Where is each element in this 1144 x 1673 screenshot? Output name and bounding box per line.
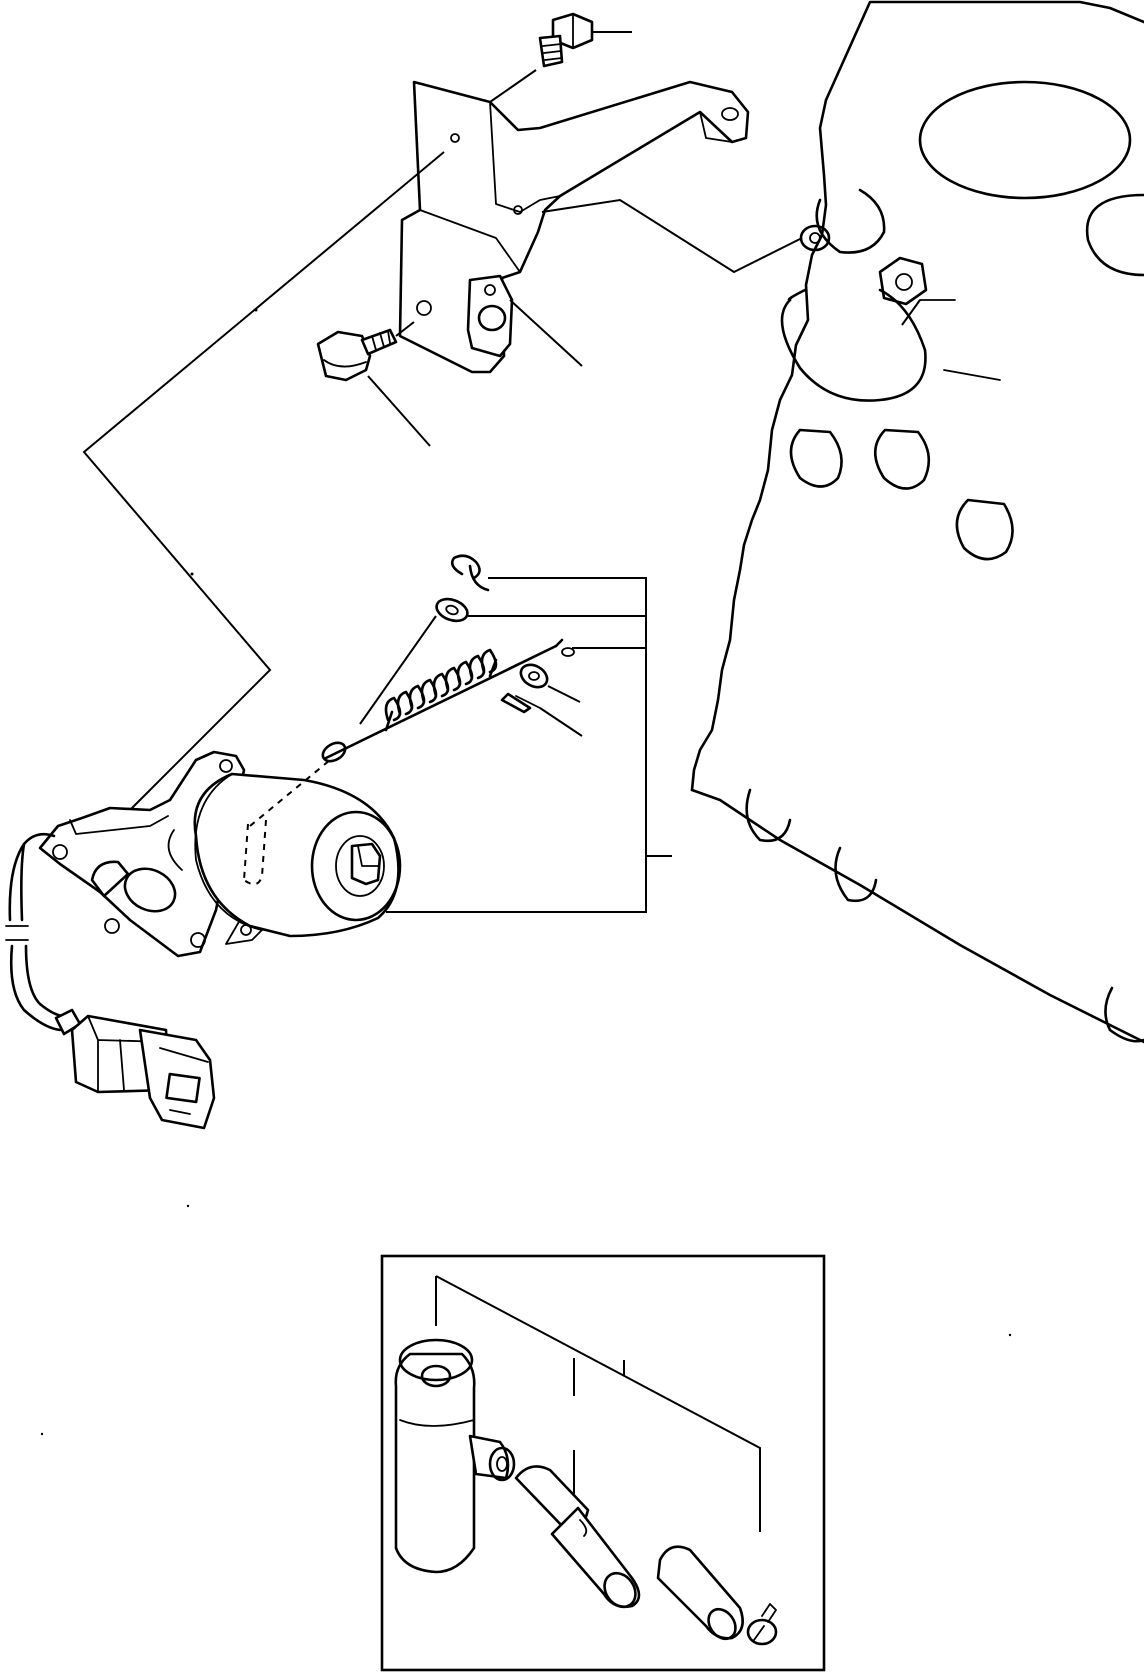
scan-specks [40, 308, 1012, 1436]
pin-icon [321, 615, 620, 763]
hex-bolt-icon [538, 12, 632, 68]
hose-icon [514, 1465, 641, 1609]
snap-ring-icon [450, 554, 586, 592]
engine-block-icon [690, 0, 1144, 1044]
cotter-pin-icon [500, 692, 583, 737]
hose-icon [656, 1545, 744, 1641]
hose-clip-icon [746, 1603, 778, 1646]
connector-icon [5, 832, 216, 1130]
bracket-group-lines [386, 577, 672, 913]
leader-lines [82, 151, 921, 811]
washer-icon [435, 597, 620, 623]
coil-spring-icon [384, 648, 498, 732]
fitting-icon [394, 1338, 516, 1574]
small-washer-icon [519, 663, 581, 703]
bracket-icon [398, 69, 750, 374]
inset-frame [380, 1254, 826, 1672]
motor-icon [38, 750, 402, 958]
flange-bolt-icon [316, 321, 431, 447]
